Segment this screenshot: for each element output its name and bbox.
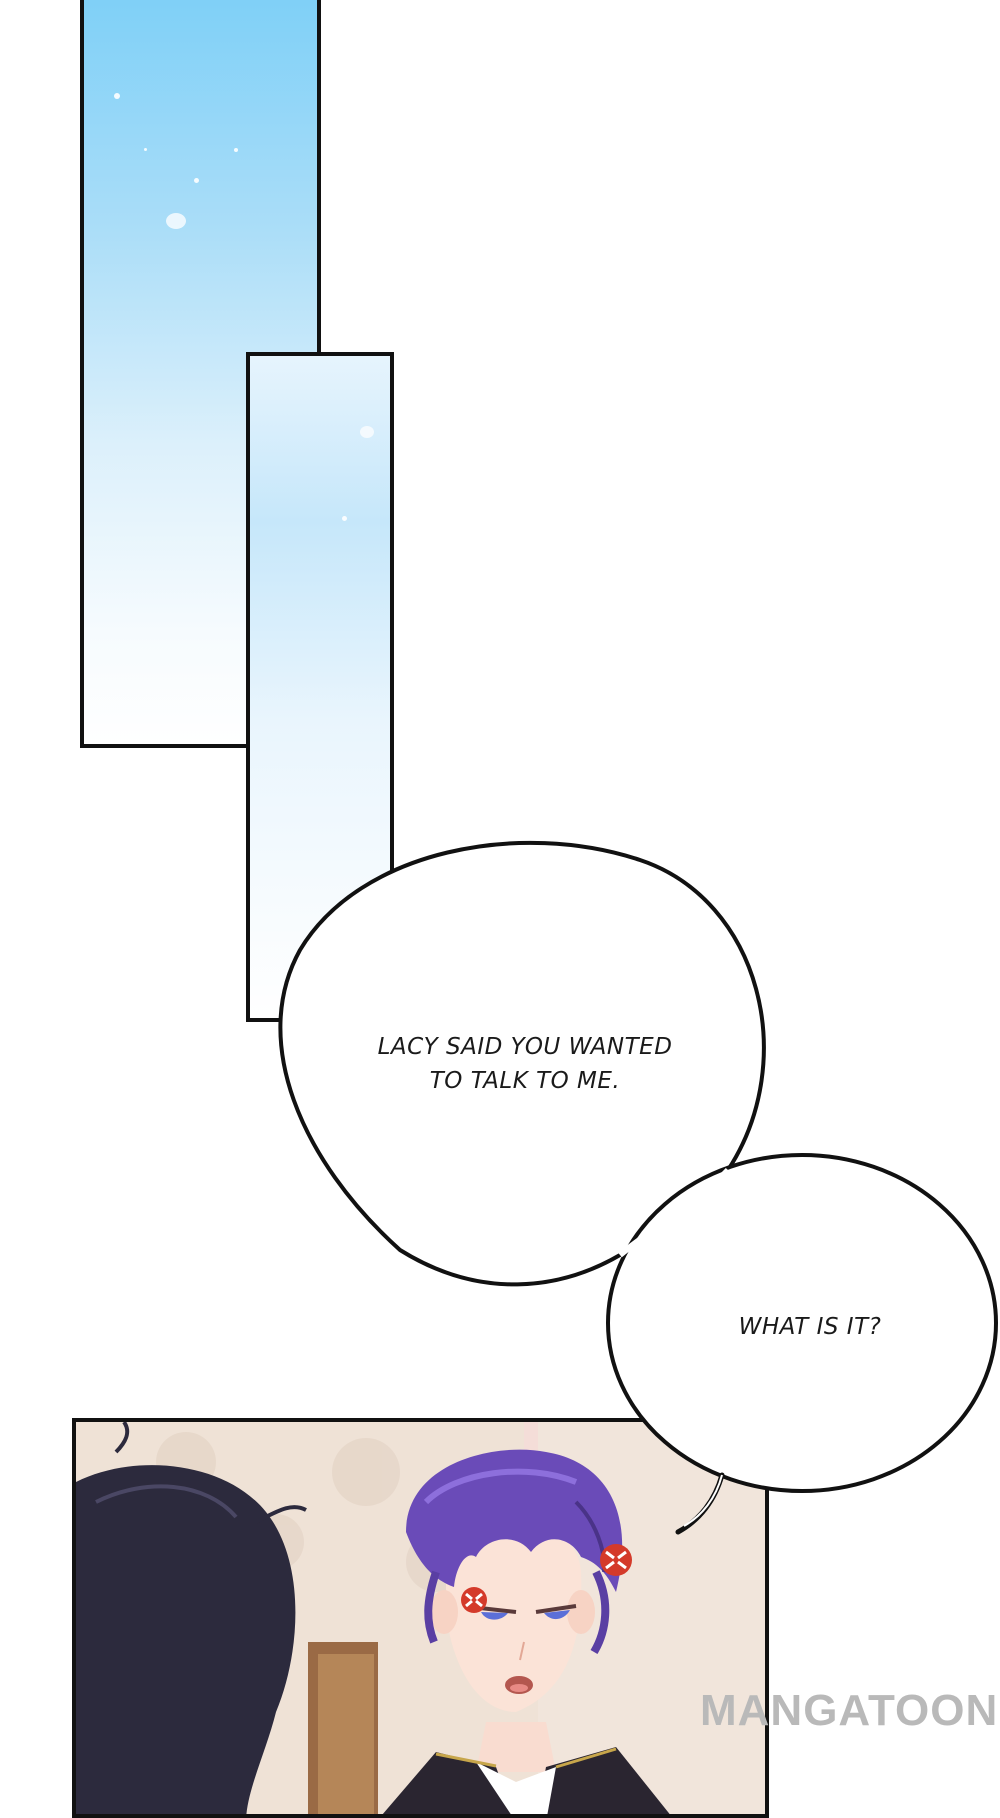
sparkle [166, 213, 186, 229]
speech-text-line: TO TALK TO ME. [429, 1068, 621, 1094]
left-eye [481, 1612, 508, 1620]
scene-panel [72, 1418, 769, 1818]
sparkle [194, 178, 199, 183]
speech-text-first: LACY SAID YOU WANTED TO TALK TO ME. [320, 1030, 730, 1098]
foreground-hair [76, 1465, 296, 1814]
sparkle [234, 148, 238, 152]
neck [476, 1722, 556, 1772]
speech-bubble-second [606, 1153, 998, 1493]
speech-text-second: WHAT IS IT? [738, 1314, 882, 1340]
speech-bubble-tail [675, 1472, 725, 1535]
speech-text-line: LACY SAID YOU WANTED [377, 1034, 673, 1060]
speech-bubble-first [278, 840, 766, 1287]
anger-mark-icon [600, 1544, 632, 1576]
scene-illustration [76, 1422, 765, 1814]
right-eye [544, 1610, 570, 1620]
sparkle [144, 148, 147, 151]
sparkle [360, 426, 374, 438]
face [446, 1522, 582, 1712]
door [318, 1654, 374, 1814]
purple-hair [406, 1449, 623, 1592]
anger-mark-icon [461, 1587, 487, 1613]
sparkle [342, 516, 347, 521]
watermark: MANGATOON [700, 1686, 999, 1735]
sparkle [114, 93, 120, 99]
